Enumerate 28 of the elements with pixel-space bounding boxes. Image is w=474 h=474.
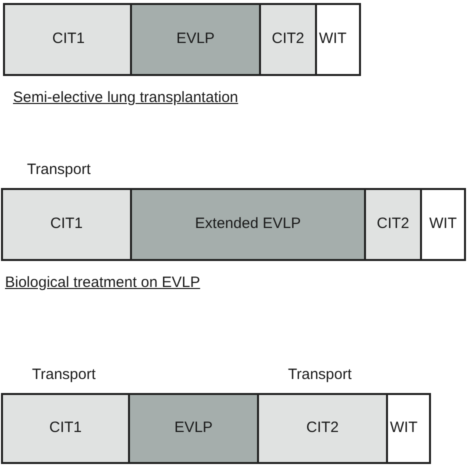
scenario-caption: Biological treatment on EVLP bbox=[5, 275, 200, 290]
phase-annotation: Transport bbox=[32, 367, 96, 382]
timeline-segment bbox=[257, 393, 388, 464]
phase-annotation: Transport bbox=[288, 367, 352, 382]
segment-label: EVLP bbox=[174, 419, 213, 438]
segment-label: Extended EVLP bbox=[195, 215, 301, 234]
segment-label: CIT1 bbox=[49, 419, 82, 438]
phase-annotation: Transport bbox=[27, 162, 91, 177]
scenario-caption: Semi-elective lung transplantation bbox=[13, 90, 238, 105]
timeline-segment bbox=[130, 3, 261, 76]
timeline-segment bbox=[1, 393, 130, 464]
timeline-segment bbox=[420, 188, 466, 261]
timeline-segment bbox=[1, 188, 132, 261]
timeline-segment bbox=[130, 188, 366, 261]
timeline-segment bbox=[364, 188, 422, 261]
segment-label: WIT bbox=[390, 419, 418, 438]
segment-label: WIT bbox=[429, 215, 457, 234]
segment-label: CIT1 bbox=[52, 30, 85, 49]
segment-label: WIT bbox=[319, 30, 346, 49]
timeline-segment bbox=[315, 3, 361, 76]
segment-label: CIT2 bbox=[306, 419, 339, 438]
timeline-segment bbox=[259, 3, 317, 76]
timeline-segment bbox=[128, 393, 259, 464]
segment-label: CIT1 bbox=[50, 215, 83, 234]
timeline-segment bbox=[386, 393, 431, 464]
segment-label: CIT2 bbox=[376, 215, 410, 234]
segment-label: CIT2 bbox=[272, 30, 304, 49]
segment-label: EVLP bbox=[176, 30, 215, 49]
